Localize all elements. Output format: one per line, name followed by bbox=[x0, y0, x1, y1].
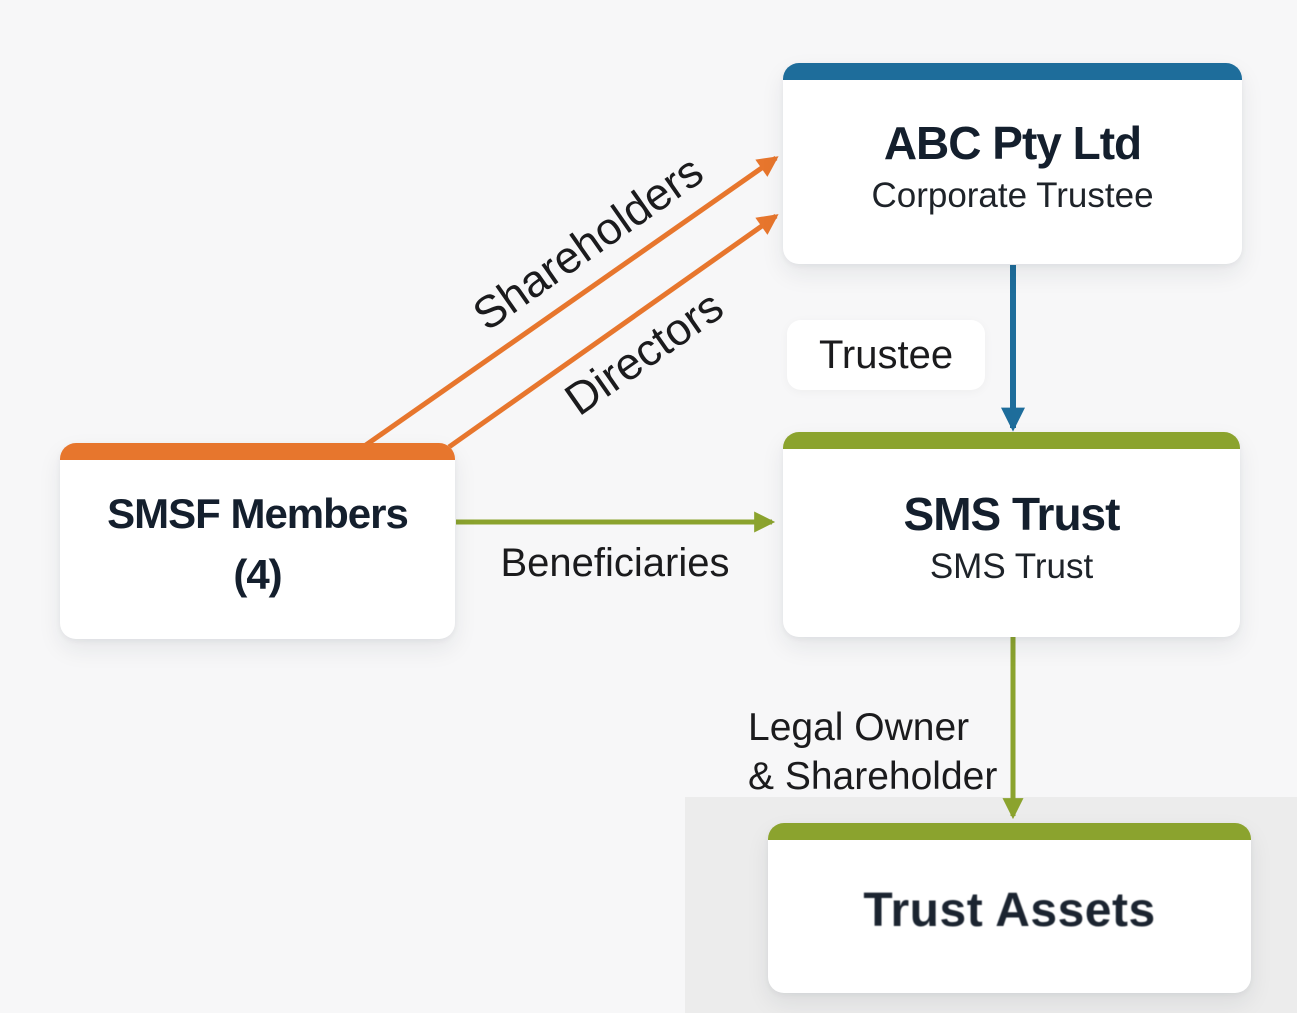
smsf-members-body: SMSF Members (4) bbox=[60, 460, 455, 639]
node-smsf-members: SMSF Members (4) bbox=[60, 443, 455, 639]
smsf-members-accent-bar bbox=[60, 443, 455, 460]
trust-assets-accent-bar bbox=[768, 823, 1251, 840]
sms-trust-title: SMS Trust bbox=[903, 488, 1121, 541]
smsf-members-title-line2: (4) bbox=[233, 550, 282, 598]
abc-accent-bar bbox=[783, 63, 1242, 80]
legal-owner-edge-label: Legal Owner & Shareholder bbox=[748, 703, 997, 801]
legal-owner-edge-label-line1: Legal Owner bbox=[748, 706, 970, 749]
legal-owner-edge-label-line2: & Shareholder bbox=[748, 755, 998, 798]
directors-edge-label: Directors bbox=[555, 280, 733, 426]
node-trust-assets: Trust Assets bbox=[768, 823, 1251, 993]
sms-trust-subtitle: SMS Trust bbox=[929, 547, 1094, 587]
trust-assets-body: Trust Assets bbox=[768, 840, 1251, 993]
node-sms-trust: SMS Trust SMS Trust bbox=[783, 432, 1240, 637]
sms-trust-accent-bar bbox=[783, 432, 1240, 449]
node-abc-pty-ltd: ABC Pty Ltd Corporate Trustee bbox=[783, 63, 1242, 264]
smsf-members-title-line1: SMSF Members bbox=[107, 489, 409, 537]
abc-subtitle: Corporate Trustee bbox=[871, 176, 1154, 216]
smsf-members-title: SMSF Members (4) bbox=[107, 484, 409, 606]
trust-assets-title: Trust Assets bbox=[863, 884, 1156, 938]
abc-title: ABC Pty Ltd bbox=[883, 117, 1142, 170]
sms-trust-body: SMS Trust SMS Trust bbox=[783, 449, 1240, 637]
abc-body: ABC Pty Ltd Corporate Trustee bbox=[783, 80, 1242, 264]
beneficiaries-edge-label: Beneficiaries bbox=[500, 541, 730, 585]
trustee-edge-label: Trustee bbox=[787, 320, 985, 390]
